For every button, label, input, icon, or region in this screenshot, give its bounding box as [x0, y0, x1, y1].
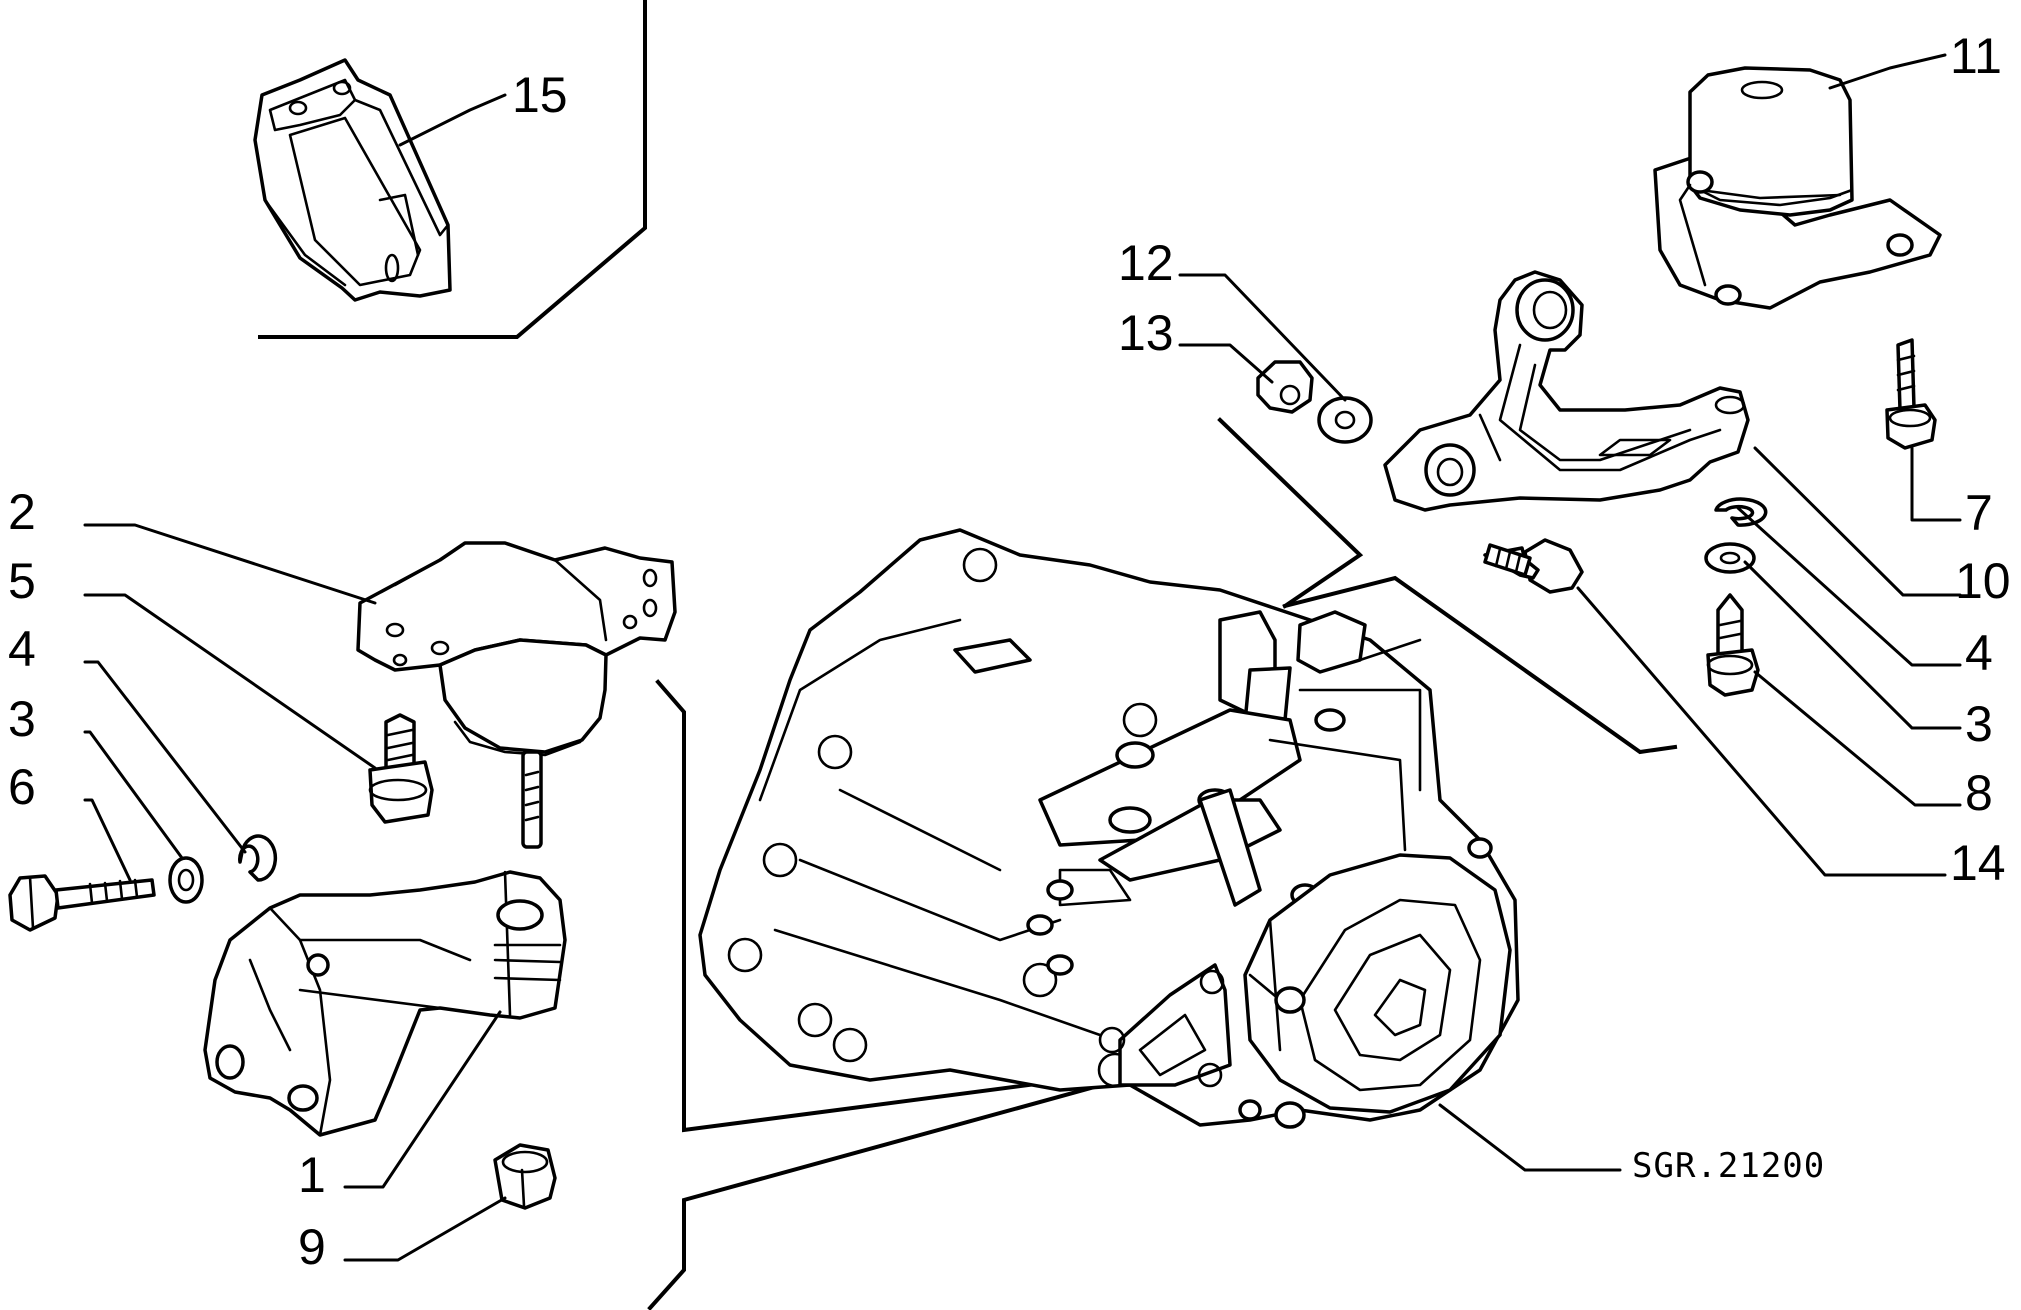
leader-15 [398, 93, 507, 147]
part-10-right-arm [1383, 270, 1750, 512]
leader-14 [1576, 586, 1947, 877]
callout-3-left: 3 [8, 691, 36, 747]
selector-mechanism [1038, 610, 1422, 907]
part-14-bolt [1483, 538, 1584, 594]
part-5-stud [368, 713, 434, 824]
callout-3-right: 3 [1965, 696, 1993, 752]
section-frame-lines [258, 0, 1678, 1310]
part-6-bolt [8, 874, 156, 932]
part-11-right-mount [1653, 66, 1942, 310]
leader-7 [1910, 446, 1962, 522]
leader-3-right [1743, 560, 1962, 730]
part-15-bracket [253, 58, 452, 302]
leader-10 [1753, 446, 1962, 597]
callout-12: 12 [1118, 235, 1174, 291]
part-12-washer [1317, 396, 1373, 444]
callout-11: 11 [1950, 28, 2002, 84]
part-3-washer-right [1704, 542, 1756, 574]
part-7-bolt [1885, 338, 1937, 450]
callout-7: 7 [1965, 485, 1993, 541]
callout-5: 5 [8, 553, 36, 609]
callout-labels: 15 2 5 4 3 6 1 9 12 13 11 7 10 4 3 8 14 … [8, 28, 2011, 1275]
leader-ref [1438, 1103, 1622, 1172]
callout-1: 1 [298, 1147, 326, 1203]
leader-11 [1828, 53, 1947, 90]
part-9-nut [493, 1143, 557, 1210]
part-8-stud [1706, 593, 1760, 697]
leader-4-right [1736, 506, 1962, 667]
leader-6 [83, 798, 132, 882]
callout-2: 2 [8, 484, 36, 540]
callout-4-left: 4 [8, 621, 36, 677]
leader-3-left [83, 730, 184, 860]
gearbox-housing [698, 528, 1520, 1129]
leader-4-left [83, 660, 247, 854]
leader-9 [343, 1196, 507, 1262]
part-1-left-bracket [203, 870, 567, 1137]
reference-code: SGR.21200 [1632, 1146, 1825, 1186]
callout-15: 15 [512, 67, 568, 123]
part-4-split-washer-right [1714, 497, 1768, 527]
leader-13 [1178, 343, 1274, 384]
callout-leader-lines [83, 53, 1962, 1262]
part-13-nut [1256, 360, 1314, 414]
callout-9: 9 [298, 1219, 326, 1275]
leader-5 [83, 593, 377, 770]
part-3-washer-left [168, 856, 204, 904]
part-2-left-mount [356, 541, 677, 849]
part-4-split-washer-left [238, 834, 278, 882]
leader-2 [83, 523, 377, 605]
callout-8: 8 [1965, 765, 1993, 821]
callout-6: 6 [8, 759, 36, 815]
leader-1 [343, 1010, 502, 1189]
leader-12 [1178, 273, 1347, 402]
leader-8 [1753, 670, 1962, 807]
callout-10: 10 [1955, 553, 2011, 609]
callout-14: 14 [1950, 835, 2006, 891]
differential-cover [1238, 853, 1512, 1129]
callout-4-right: 4 [1965, 625, 1993, 681]
callout-13: 13 [1118, 305, 1174, 361]
